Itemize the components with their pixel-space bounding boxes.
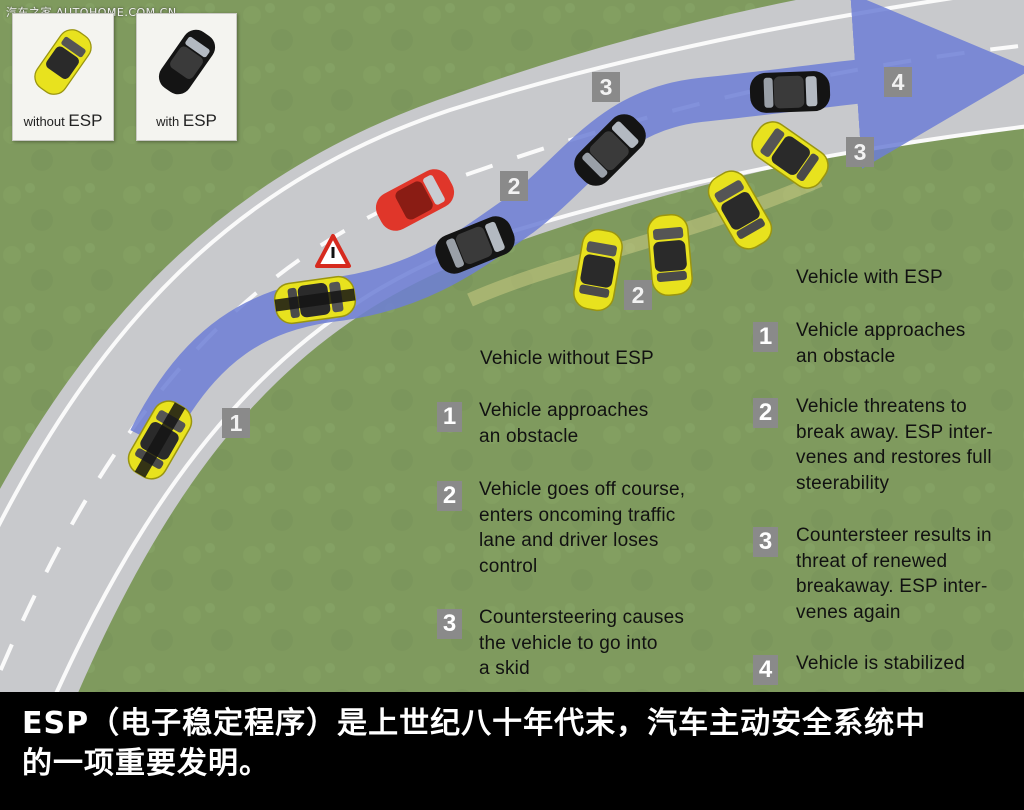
with-step-1-number: 1 — [753, 322, 778, 352]
without-step-3-text: Countersteering causes the vehicle to go… — [479, 607, 685, 679]
legend-label-without-esp: without ESP — [23, 111, 103, 130]
legend-without-esp: without ESP — [12, 13, 114, 141]
with-step-3-text: Countersteer results in threat of renewe… — [796, 525, 992, 623]
with-step-2-text: Vehicle threatens to break away. ESP int… — [796, 396, 993, 494]
road-marker-1: 1 — [222, 408, 250, 438]
without-step-2-number: 2 — [437, 481, 462, 511]
without-esp-heading: Vehicle without ESP — [480, 348, 654, 369]
caption-text: ESP（电子稳定程序）是上世纪八十年代末，汽车主动安全系统中 的一项重要发明。 — [22, 704, 1012, 784]
caption-bar: ESP（电子稳定程序）是上世纪八十年代末，汽车主动安全系统中 的一项重要发明。 — [0, 692, 1024, 810]
yellow-car-icon — [34, 29, 92, 95]
with-step-1-text: Vehicle approaches an obstacle — [796, 320, 966, 367]
warning-sign-icon — [315, 234, 351, 268]
road-marker-2: 2 — [500, 171, 528, 201]
with-step-3-number: 3 — [753, 527, 778, 557]
black-car-icon — [158, 29, 216, 95]
road-marker-4: 4 — [884, 67, 912, 97]
road-marker-skid-2: 2 — [624, 280, 652, 310]
caption-line-2: 的一项重要发明。 — [22, 746, 270, 781]
legend-label-with-esp: with ESP — [156, 111, 217, 130]
without-step-3-number: 3 — [437, 609, 462, 639]
obstacle-car — [375, 169, 455, 231]
without-step-1-text: Vehicle approaches an obstacle — [479, 400, 649, 447]
road-edge-line — [0, 0, 953, 528]
with-step-4-number: 4 — [753, 655, 778, 685]
with-esp-heading: Vehicle with ESP — [796, 267, 943, 288]
without-step-2-text: Vehicle goes off course, enters oncoming… — [479, 479, 686, 577]
car-start-overlay — [134, 402, 186, 478]
road-scene — [0, 0, 1024, 692]
road-marker-3: 3 — [592, 72, 620, 102]
legend-with-esp: with ESP — [136, 13, 237, 141]
caption-line-1: ESP（电子稳定程序）是上世纪八十年代末，汽车主动安全系统中 — [22, 706, 927, 741]
car-with-esp-4 — [749, 70, 831, 114]
skid-marks — [467, 173, 823, 307]
without-step-1-number: 1 — [437, 402, 462, 432]
car-approach-overlay — [274, 288, 356, 312]
car-without-esp-skid-2 — [645, 212, 695, 298]
with-step-4-text: Vehicle is stabilized — [796, 653, 965, 674]
with-step-2-number: 2 — [753, 398, 778, 428]
road-marker-skid-3: 3 — [846, 137, 874, 167]
